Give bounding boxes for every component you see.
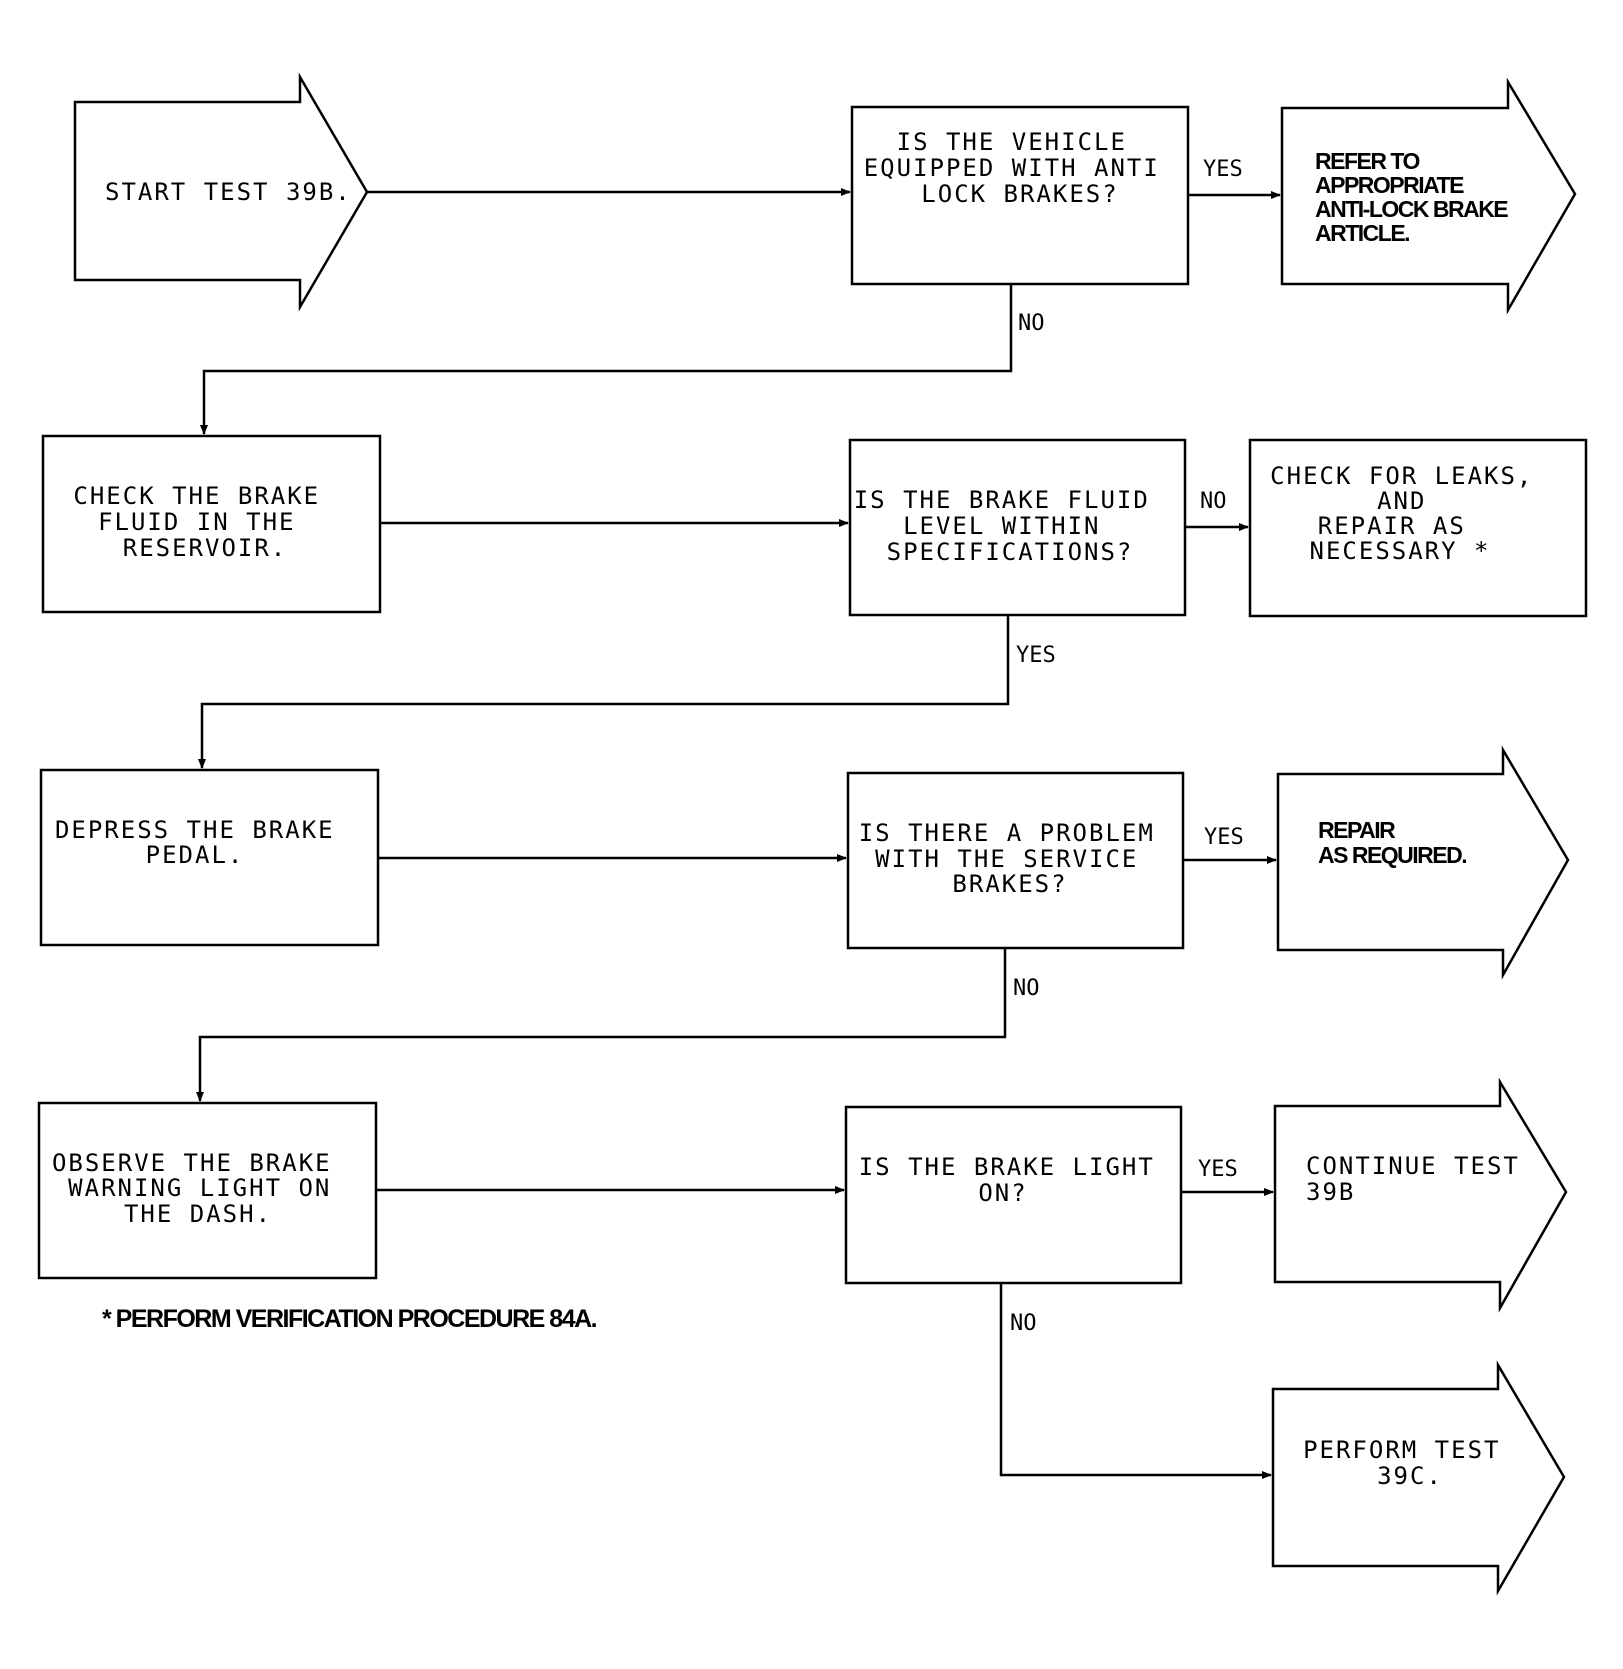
check-for-leaks-box: CHECK FOR LEAKS, AND REPAIR AS NECESSARY… bbox=[1248, 438, 1588, 618]
question-fluid-level-text: IS THE BRAKE FLUID LEVEL WITHIN SPECIFIC… bbox=[854, 486, 1167, 566]
question-service-brakes-box: IS THERE A PROBLEM WITH THE SERVICE BRAK… bbox=[846, 771, 1185, 950]
connector-service-no bbox=[196, 948, 1007, 1102]
depress-brake-pedal-text: DEPRESS THE BRAKE PEDAL. bbox=[55, 816, 351, 869]
label-fluid-yes: YES bbox=[1016, 643, 1056, 668]
repair-as-required-text: REPAIR AS REQUIRED. bbox=[1318, 817, 1466, 868]
question-anti-lock-brakes-text: IS THE VEHICLE EQUIPPED WITH ANTI LOCK B… bbox=[864, 128, 1177, 208]
question-brake-light-text: IS THE BRAKE LIGHT ON? bbox=[859, 1153, 1172, 1207]
perform-test-39c-arrow: PERFORM TEST 39C. bbox=[1271, 1360, 1566, 1596]
check-brake-fluid-text: CHECK THE BRAKE FLUID IN THE RESERVOIR. bbox=[73, 482, 336, 562]
question-service-brakes-text: IS THERE A PROBLEM WITH THE SERVICE BRAK… bbox=[859, 819, 1172, 898]
label-service-yes: YES bbox=[1204, 825, 1244, 850]
depress-brake-pedal-box: DEPRESS THE BRAKE PEDAL. bbox=[39, 768, 380, 947]
continue-test-39b-arrow: CONTINUE TEST 39B bbox=[1273, 1077, 1568, 1313]
check-brake-fluid-box: CHECK THE BRAKE FLUID IN THE RESERVOIR. bbox=[41, 434, 382, 614]
refer-anti-lock-article-arrow: REFER TO APPROPRIATE ANTI-LOCK BRAKE ART… bbox=[1280, 77, 1577, 315]
connector-fluid-yes bbox=[198, 615, 1010, 769]
footnote-verification-procedure: * PERFORM VERIFICATION PROCEDURE 84A. bbox=[102, 1305, 597, 1333]
connectors bbox=[196, 188, 1281, 1479]
observe-warning-light-box: OBSERVE THE BRAKE WARNING LIGHT ON THE D… bbox=[37, 1101, 378, 1280]
start-test-39b-arrow: START TEST 39B. bbox=[73, 72, 369, 312]
label-abs-yes: YES bbox=[1203, 157, 1243, 182]
perform-test-39c-text: PERFORM TEST 39C. bbox=[1303, 1436, 1517, 1490]
connector-light-no bbox=[999, 1283, 1272, 1479]
connector-abs-no bbox=[200, 284, 1013, 435]
question-brake-light-box: IS THE BRAKE LIGHT ON? bbox=[844, 1105, 1183, 1285]
refer-anti-lock-article-text: REFER TO APPROPRIATE ANTI-LOCK BRAKE ART… bbox=[1315, 148, 1512, 246]
observe-warning-light-text: OBSERVE THE BRAKE WARNING LIGHT ON THE D… bbox=[52, 1149, 348, 1228]
label-fluid-no: NO bbox=[1200, 489, 1227, 514]
branch-labels: YES NO NO YES YES NO YES NO bbox=[1010, 157, 1244, 1336]
label-abs-no: NO bbox=[1018, 311, 1045, 336]
label-light-no: NO bbox=[1010, 1311, 1037, 1336]
check-for-leaks-text: CHECK FOR LEAKS, AND REPAIR AS NECESSARY… bbox=[1270, 462, 1550, 565]
question-anti-lock-brakes-box: IS THE VEHICLE EQUIPPED WITH ANTI LOCK B… bbox=[850, 105, 1190, 286]
start-test-39b-text: START TEST 39B. bbox=[105, 178, 352, 206]
continue-test-39b-text: CONTINUE TEST 39B bbox=[1306, 1152, 1536, 1206]
question-fluid-level-box: IS THE BRAKE FLUID LEVEL WITHIN SPECIFIC… bbox=[848, 438, 1187, 617]
label-light-yes: YES bbox=[1198, 1157, 1238, 1182]
label-service-no: NO bbox=[1013, 976, 1040, 1001]
repair-as-required-arrow: REPAIR AS REQUIRED. bbox=[1276, 745, 1570, 980]
